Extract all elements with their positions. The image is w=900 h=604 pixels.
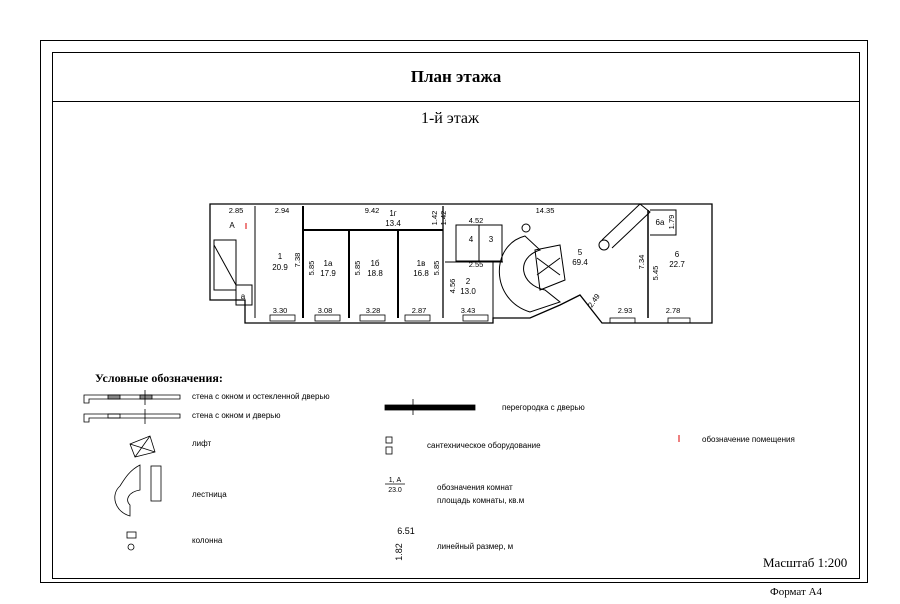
dimension: 2.87: [412, 306, 427, 315]
dimension: 5.45: [651, 266, 660, 281]
legend-sample-dimension: 6.51: [397, 526, 415, 536]
room-area: 16.8: [413, 269, 429, 278]
legend-label: обозначение помещения: [702, 435, 795, 444]
wall-window-door-icon: [83, 413, 181, 423]
room-id: 1: [278, 252, 283, 261]
partition-door-icon: [384, 404, 476, 411]
spiral-stair-icon: [114, 464, 141, 517]
room-area: 20.9: [272, 263, 288, 272]
room-id: 4: [469, 235, 474, 244]
dimension: 5.85: [307, 261, 316, 276]
dimension: 1.42: [430, 211, 439, 226]
page-frame: [40, 40, 868, 583]
dimension: 7.38: [293, 253, 302, 268]
legend-label: сантехническое оборудование: [427, 441, 541, 450]
dimension: 1.42: [439, 211, 448, 226]
legend-label: линейный размер, м: [437, 542, 513, 551]
room-id: 6а: [656, 218, 665, 227]
legend-label: колонна: [192, 536, 223, 545]
stair-icon: [150, 465, 162, 502]
legend-sample-room-id: 1, А: [389, 477, 402, 484]
room-id: 1а: [324, 259, 333, 268]
dimension: 3.08: [318, 306, 333, 315]
room-area: 69.4: [572, 258, 588, 267]
legend-label: обозначения комнат: [437, 483, 513, 492]
main-box: [52, 101, 860, 579]
format-label: Формат А4: [770, 586, 823, 598]
dimension: 2.85: [229, 206, 244, 215]
room-area: 22.7: [669, 260, 685, 269]
dimension: 2.93: [618, 306, 633, 315]
legend-label: лестница: [192, 490, 227, 499]
dimension: 5.85: [432, 261, 441, 276]
dimension: 4.56: [448, 279, 457, 294]
dimension: 2.55: [469, 260, 484, 269]
room-id: 1в: [417, 259, 426, 268]
wall-window-glazed-door-icon: [83, 394, 181, 404]
room-id: 1б: [370, 259, 379, 268]
legend-sample-dimension: 1.82: [394, 543, 404, 561]
elevator-icon: [129, 435, 156, 458]
dimension: 4.52: [469, 216, 484, 225]
legend-title: Условные обозначения:: [95, 371, 223, 385]
room-id: 1г: [389, 209, 396, 218]
dimension: 2.94: [275, 206, 290, 215]
legend-label: стена с окном и остекленной дверью: [192, 392, 330, 401]
dimension: 2.49: [586, 292, 602, 309]
dimensions: 2.85 2.94 9.42 14.35 4.52 2.55 3.30 3.08…: [229, 206, 681, 315]
room-area: 18.8: [367, 269, 383, 278]
legend-symbols: [83, 390, 680, 551]
room-area: 17.9: [320, 269, 336, 278]
dimension: 3.28: [366, 306, 381, 315]
plumbing-icon: [385, 436, 393, 444]
floor-label: 1-й этаж: [420, 110, 480, 127]
column-icon: [126, 531, 137, 539]
room-area: 13.4: [385, 219, 401, 228]
room-id: 2: [466, 277, 471, 286]
room-id: 6: [675, 250, 680, 259]
dimension: 1.79: [667, 215, 676, 230]
room-id: 5: [578, 248, 583, 257]
dimension: 5.85: [353, 261, 362, 276]
room-area: 13.0: [460, 287, 476, 296]
legend-label: перегородка с дверью: [502, 403, 585, 412]
dimension: 3.30: [273, 306, 288, 315]
legend-sample-room-area: 23.0: [388, 487, 402, 494]
legend-label: стена с окном и дверью: [192, 411, 280, 420]
room-labels: А а 1 20.9 1а 17.9 1б 18.8 1в 16.8 1г 13…: [229, 209, 685, 301]
spiral-stair: [498, 235, 562, 313]
dimension: 14.35: [536, 206, 555, 215]
dimension: 3.43: [461, 306, 476, 315]
room-id: а: [241, 292, 246, 301]
dimension: 7.34: [637, 255, 646, 270]
legend-label: площадь комнаты, кв.м: [437, 496, 524, 505]
scale-label: Масштаб 1:200: [763, 555, 848, 570]
room-id: 3: [489, 235, 494, 244]
room-id: А: [229, 221, 235, 230]
legend-label: лифт: [192, 439, 212, 448]
dimension: 2.78: [666, 306, 681, 315]
dimension: 9.42: [365, 206, 380, 215]
outer-wall: [209, 203, 713, 324]
